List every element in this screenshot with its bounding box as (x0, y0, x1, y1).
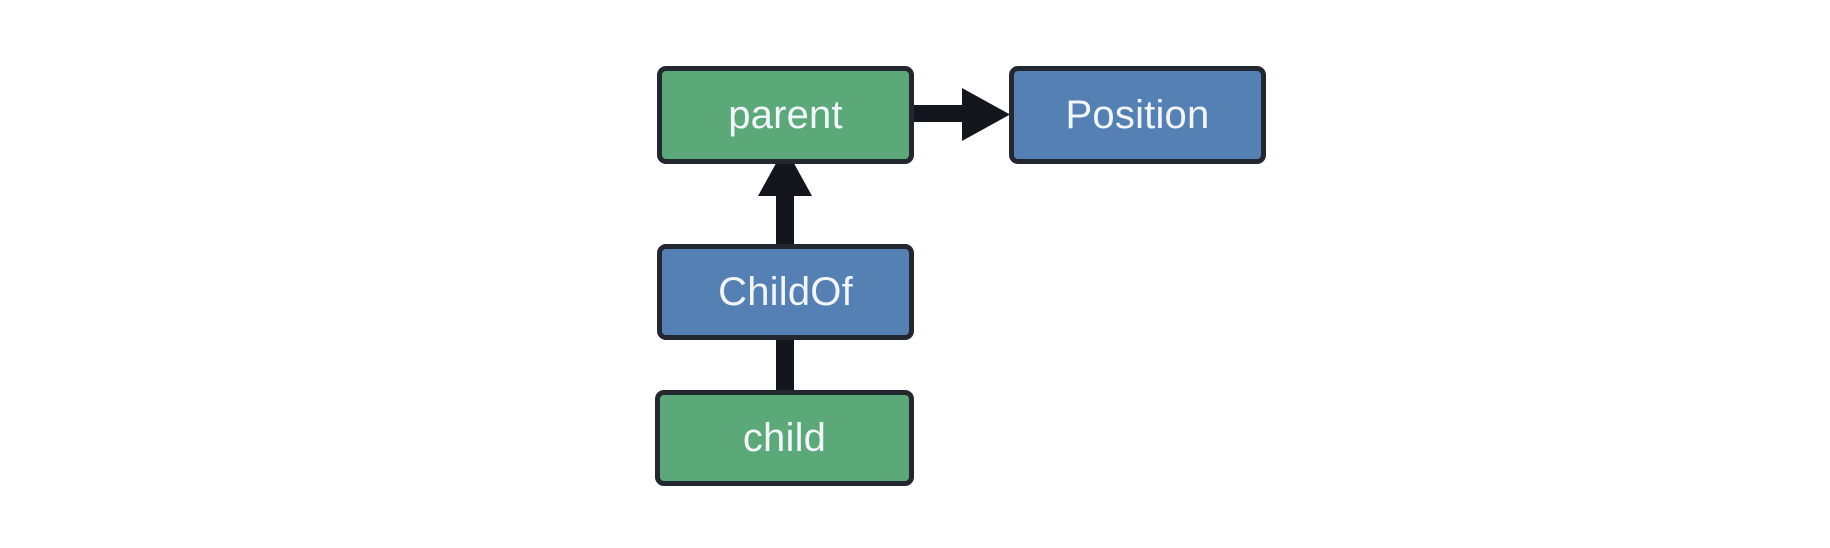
node-childof-label: ChildOf (718, 270, 853, 314)
node-position[interactable]: Position (1009, 66, 1266, 164)
edge-child-to-childof (776, 336, 794, 394)
node-child[interactable]: child (655, 390, 914, 486)
node-parent[interactable]: parent (657, 66, 914, 164)
node-childof[interactable]: ChildOf (657, 244, 914, 340)
node-parent-label: parent (728, 93, 843, 137)
node-position-label: Position (1065, 93, 1210, 137)
node-child-label: child (742, 416, 827, 460)
edge-parent-to-position (912, 88, 1010, 141)
